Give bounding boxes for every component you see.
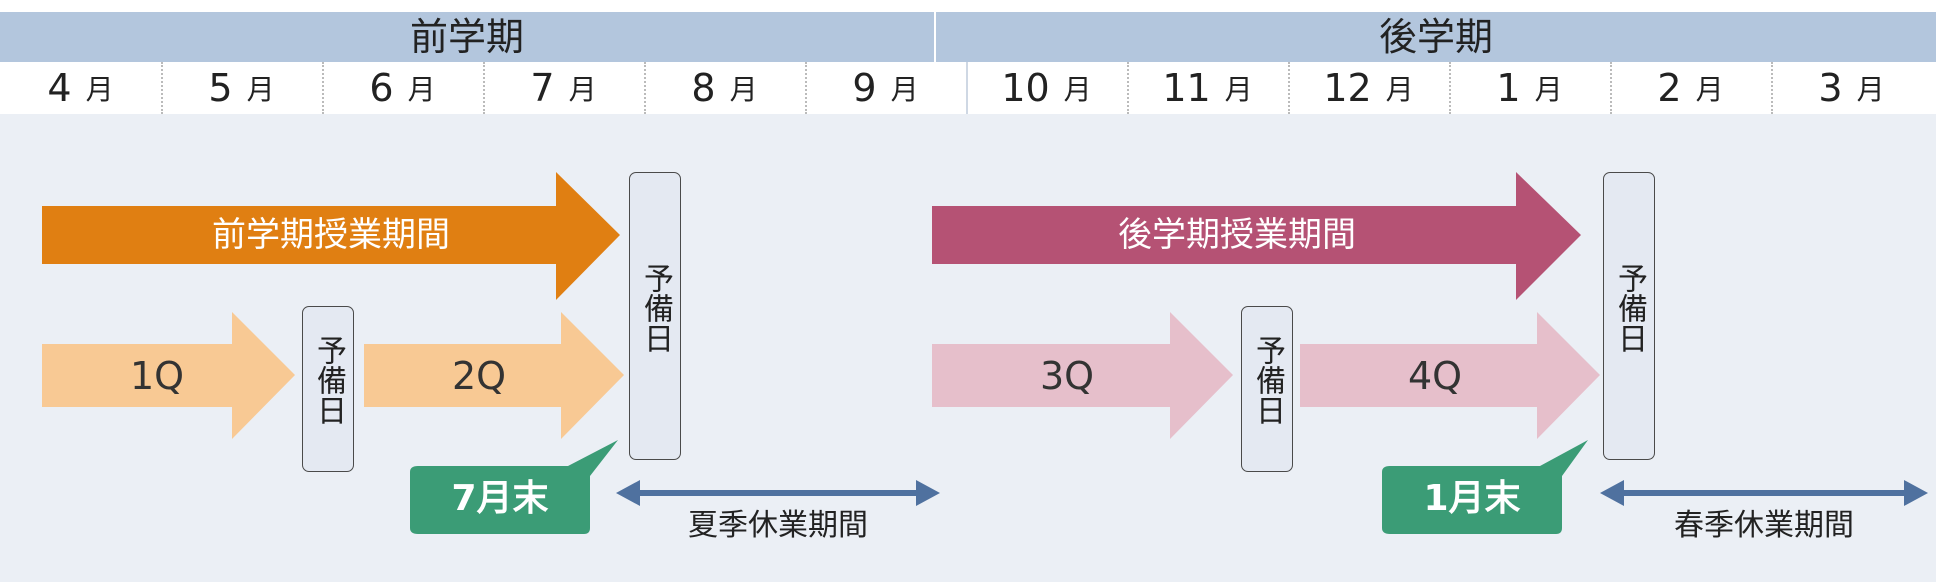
second-semester-header: 後学期 — [936, 12, 1936, 62]
month-unit: 月 — [1063, 73, 1092, 106]
month-unit: 月 — [1385, 73, 1414, 106]
month-number: 6 — [369, 66, 394, 110]
second-semester-class-period-label: 後学期授業期間 — [1118, 215, 1356, 255]
month-unit: 月 — [85, 73, 114, 106]
month-divider — [805, 62, 807, 114]
first-semester-class-period-label: 前学期授業期間 — [212, 215, 450, 255]
q1-arrow — [42, 312, 295, 439]
month-dec: 12 月 — [1288, 62, 1449, 114]
second-deadline-label: 1月末 — [1423, 478, 1521, 519]
second-semester-class-arrow — [932, 172, 1581, 300]
first-semester-header: 前学期 — [0, 12, 934, 62]
reserve-day-q3-q4: 予備日 — [1241, 306, 1293, 472]
month-divider — [322, 62, 324, 114]
first-deadline-callout — [410, 440, 618, 534]
month-divider — [1127, 62, 1129, 114]
summer-break-label: 夏季休業期間 — [688, 508, 868, 543]
q4-label: 4Q — [1407, 354, 1463, 398]
spring-break-label: 春季休業期間 — [1674, 508, 1854, 543]
q1-label: 1Q — [129, 354, 185, 398]
month-divider — [644, 62, 646, 114]
month-unit: 月 — [568, 73, 597, 106]
first-deadline-label: 7月末 — [451, 478, 549, 519]
month-divider — [1610, 62, 1612, 114]
month-number: 4 — [47, 66, 72, 110]
month-divider — [1288, 62, 1290, 114]
timeline-area: 前学期授業期間 1Q 2Q 後学期授業期間 3Q 4Q 予備日 予備日 予備日 … — [0, 114, 1936, 582]
reserve-day-q1-q2: 予備日 — [302, 306, 354, 472]
month-divider — [161, 62, 163, 114]
month-divider — [483, 62, 485, 114]
month-number: 8 — [691, 66, 716, 110]
q2-arrow — [364, 312, 624, 439]
q3-arrow — [932, 312, 1233, 439]
month-number: 3 — [1818, 66, 1843, 110]
reserve-day-first-semester: 予備日 — [629, 172, 681, 460]
month-divider — [1449, 62, 1451, 114]
semester-divider — [966, 62, 968, 114]
month-oct: 10 月 — [966, 62, 1127, 114]
arrow-layer — [42, 172, 1928, 534]
month-unit: 月 — [890, 73, 919, 106]
summer-break-arrow — [616, 480, 940, 506]
month-unit: 月 — [1224, 73, 1253, 106]
spring-break-arrow — [1600, 480, 1928, 506]
month-number: 9 — [852, 66, 877, 110]
month-number: 1 — [1496, 66, 1521, 110]
month-number: 12 — [1323, 66, 1372, 110]
month-number: 11 — [1162, 66, 1211, 110]
month-number: 5 — [208, 66, 233, 110]
first-semester-class-arrow — [42, 172, 620, 300]
reserve-day-second-semester: 予備日 — [1603, 172, 1655, 460]
q2-label: 2Q — [451, 354, 507, 398]
q3-label: 3Q — [1039, 354, 1095, 398]
month-unit: 月 — [407, 73, 436, 106]
month-number: 2 — [1657, 66, 1682, 110]
month-nov: 11 月 — [1127, 62, 1288, 114]
q4-arrow — [1300, 312, 1600, 439]
month-divider — [1771, 62, 1773, 114]
month-number: 10 — [1001, 66, 1050, 110]
month-unit: 月 — [1695, 73, 1724, 106]
month-unit: 月 — [1534, 73, 1563, 106]
month-number: 7 — [530, 66, 555, 110]
second-deadline-callout — [1382, 440, 1588, 534]
month-unit: 月 — [246, 73, 275, 106]
month-unit: 月 — [1856, 73, 1885, 106]
month-unit: 月 — [729, 73, 758, 106]
